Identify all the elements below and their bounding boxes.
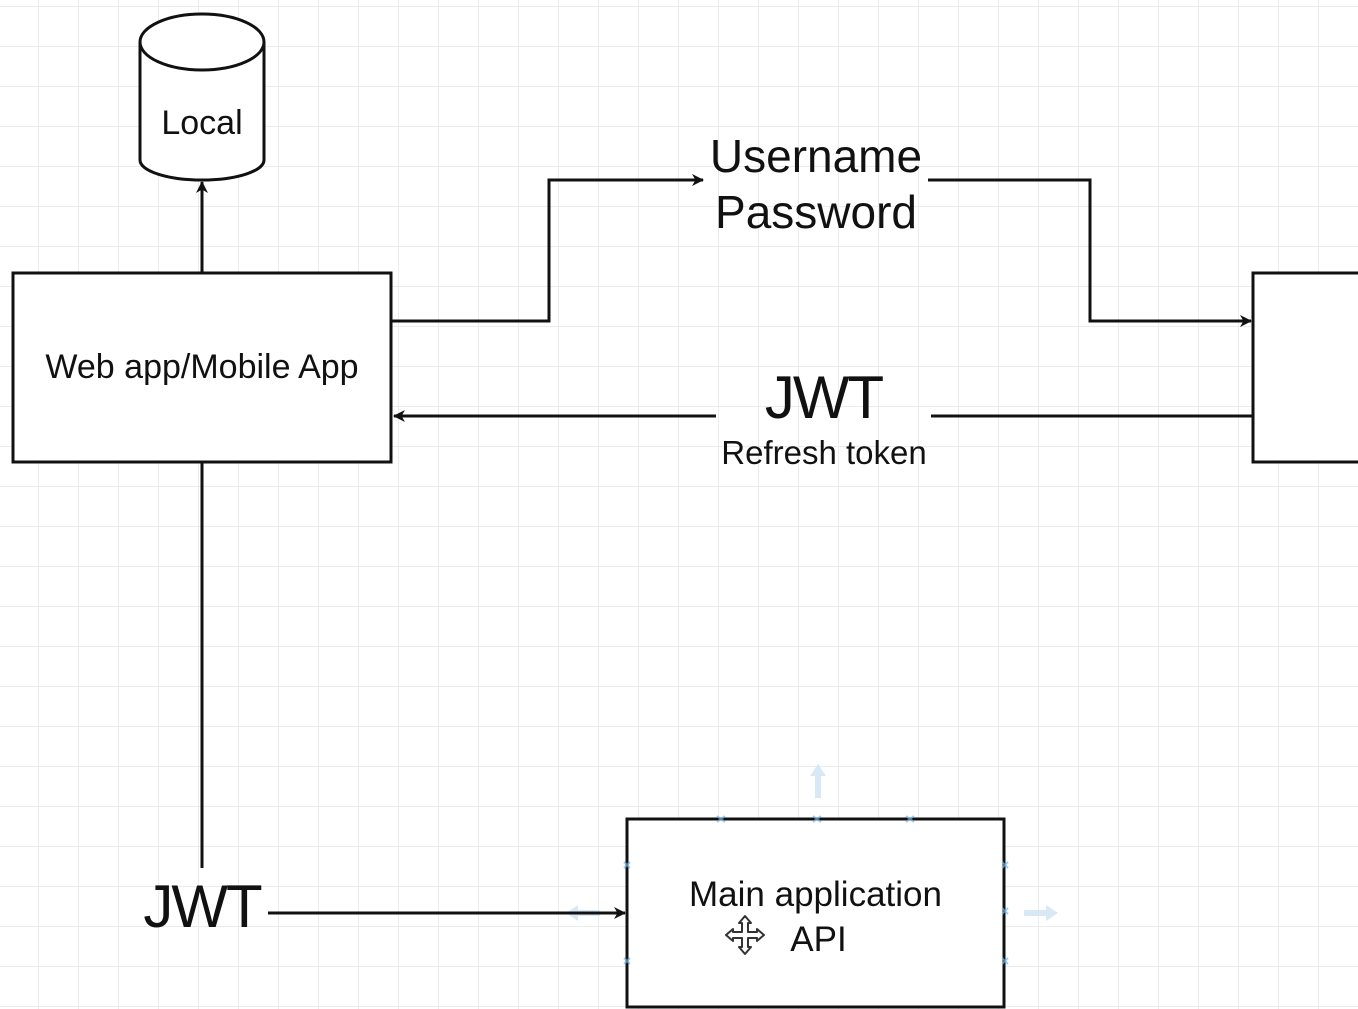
client-node-label: Web app/Mobile App: [45, 348, 359, 386]
main-api-node[interactable]: [625, 817, 1006, 1009]
move-cursor-icon: [725, 915, 765, 955]
client-app-node[interactable]: [11, 271, 393, 464]
credentials-label-password: Password: [715, 186, 917, 238]
local-node-label: Local: [161, 104, 243, 142]
tokens-label-refresh: Refresh token: [721, 434, 927, 471]
edge-credentials-out[interactable]: [391, 174, 704, 323]
main-api-label-line1: Main application: [689, 875, 942, 914]
selection-handles[interactable]: [623, 815, 1009, 965]
api-call-label-jwt: JWT: [143, 873, 262, 940]
credentials-label-username: Username: [709, 130, 923, 182]
tokens-label-jwt: JWT: [764, 364, 884, 431]
local-database-node[interactable]: [138, 12, 266, 182]
edge-credentials-in[interactable]: [928, 178, 1252, 327]
auth-server-node[interactable]: [1251, 271, 1358, 464]
main-api-label-line2: API: [790, 920, 847, 959]
